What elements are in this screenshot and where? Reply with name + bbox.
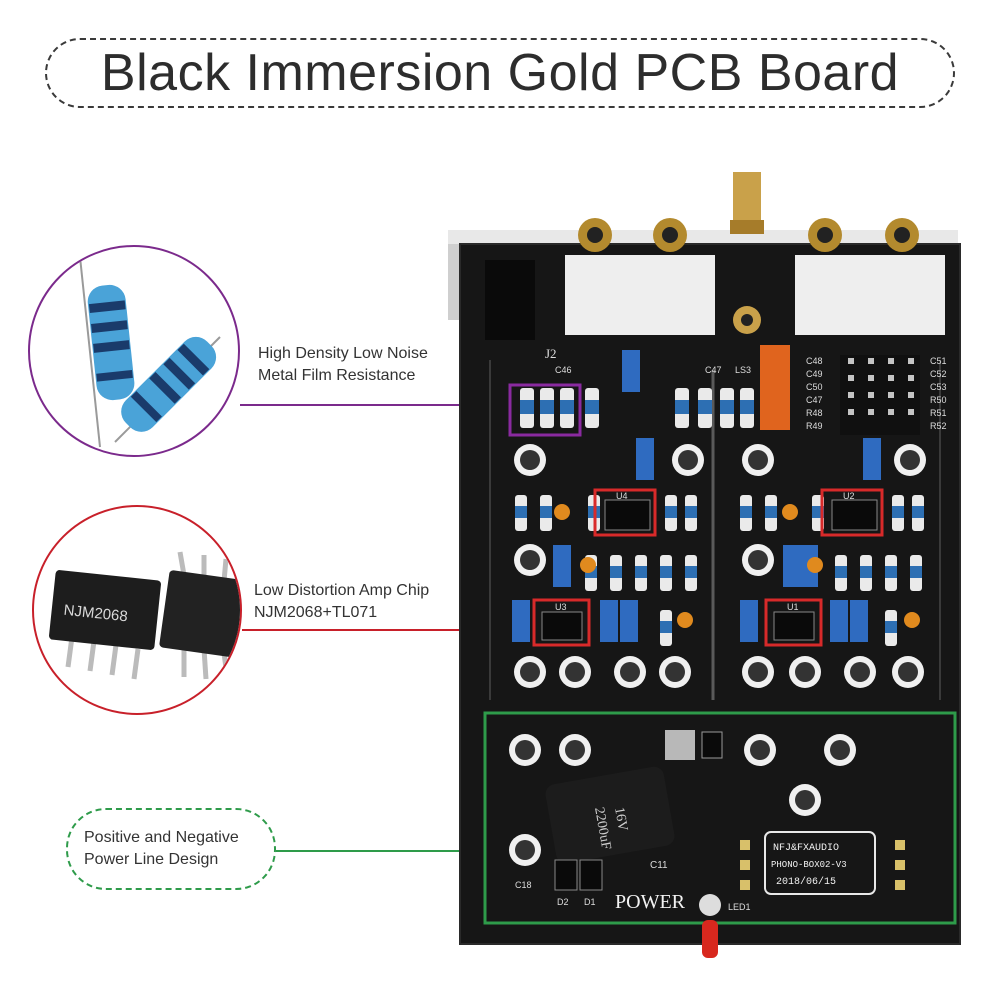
- rca-connectors: [578, 218, 919, 252]
- label-c11: C11: [650, 860, 668, 871]
- chip-leader-line: [242, 629, 534, 631]
- svg-text:U3: U3: [555, 602, 567, 612]
- svg-text:U4: U4: [616, 491, 628, 501]
- relay: [760, 345, 790, 430]
- svg-text:C51: C51: [930, 356, 947, 366]
- svg-text:LED1: LED1: [728, 902, 751, 912]
- label-c18: C18: [515, 880, 532, 890]
- label-ls3: LS3: [735, 365, 751, 375]
- right-cap-labels: C48 C49 C50 C47 R48 R49 C51 C52 C53 R50 …: [806, 356, 947, 431]
- chip-callout-line2: NJM2068+TL071: [254, 604, 378, 621]
- page-title: Black Immersion Gold PCB Board: [100, 44, 900, 102]
- label-c47: C47: [705, 365, 722, 375]
- resistor-photo: [79, 256, 221, 448]
- opamp-u2: U2: [820, 488, 884, 537]
- power-callout-line1: Positive and Negative: [84, 829, 239, 846]
- resistor-highlight-box: [508, 383, 582, 437]
- inductor: [665, 730, 695, 760]
- electrolytic-capacitors: [514, 444, 926, 688]
- resistor-callout-line2: Metal Film Resistance: [258, 367, 416, 384]
- svg-text:R49: R49: [806, 421, 823, 431]
- resistor-callout-text: High Density Low Noise Metal Film Resist…: [258, 343, 428, 387]
- svg-text:U2: U2: [843, 491, 855, 501]
- svg-text:C48: C48: [806, 356, 823, 366]
- svg-text:2200uF: 2200uF: [591, 806, 613, 851]
- resistor-callout-line1: High Density Low Noise: [258, 345, 428, 362]
- resistor-leader-line: [240, 404, 510, 406]
- label-d1: D1: [584, 897, 596, 907]
- badge-line3: 2018/06/15: [776, 876, 836, 888]
- power-caps: [509, 734, 856, 866]
- power-section-highlight: [483, 711, 957, 925]
- svg-text:R51: R51: [930, 408, 947, 418]
- svg-text:16V: 16V: [611, 806, 630, 832]
- resistor-callout-circle: [28, 245, 240, 457]
- left-jack-housing: [565, 255, 715, 335]
- svg-text:C50: C50: [806, 382, 823, 392]
- filter-capacitor: 2200uF 16V: [545, 766, 675, 864]
- power-led: LED1: [699, 894, 751, 958]
- chip-callout-text: Low Distortion Amp Chip NJM2068+TL071: [254, 580, 429, 624]
- power-leader-line: [276, 850, 484, 852]
- badge-line1: NFJ&FXAUDIO: [773, 843, 839, 854]
- label-d2: D2: [557, 897, 569, 907]
- label-c46: C46: [555, 365, 572, 375]
- chip-marking: NJM2068: [63, 602, 129, 626]
- power-callout: Positive and Negative Power Line Design: [66, 808, 276, 890]
- dc-jack: [485, 260, 535, 340]
- svg-text:R50: R50: [930, 395, 947, 405]
- pcb-board: J2 C46 C47 LS3 C48 C49 C50 C47 R48 R49 C…: [440, 160, 980, 980]
- power-callout-line2: Power Line Design: [84, 851, 219, 868]
- svg-text:C49: C49: [806, 369, 823, 379]
- title-banner: Black Immersion Gold PCB Board: [45, 38, 955, 108]
- svg-text:C53: C53: [930, 382, 947, 392]
- chip-callout-circle: NJM2068: [32, 505, 242, 715]
- label-j2: J2: [545, 346, 557, 361]
- label-power: POWER: [615, 891, 686, 913]
- svg-text:U1: U1: [787, 602, 799, 612]
- resistor-row-top: [520, 388, 754, 428]
- chip-photo: NJM2068: [49, 551, 240, 684]
- opamp-u4: U4: [593, 488, 657, 537]
- ground-post: [730, 172, 764, 334]
- svg-text:C52: C52: [930, 369, 947, 379]
- film-capacitors: [512, 350, 881, 642]
- svg-text:C47: C47: [806, 395, 823, 405]
- badge-line2: PHONO-BOX02-V3: [771, 860, 847, 870]
- chip-callout-line1: Low Distortion Amp Chip: [254, 582, 430, 599]
- tantalum-capacitors: [554, 504, 920, 628]
- opamp-u1: U1: [764, 598, 823, 647]
- opamp-u3: U3: [532, 598, 591, 647]
- brand-badge: NFJ&FXAUDIO PHONO-BOX02-V3 2018/06/15: [764, 831, 876, 895]
- svg-text:R52: R52: [930, 421, 947, 431]
- svg-text:R48: R48: [806, 408, 823, 418]
- right-jack-housing: [795, 255, 945, 335]
